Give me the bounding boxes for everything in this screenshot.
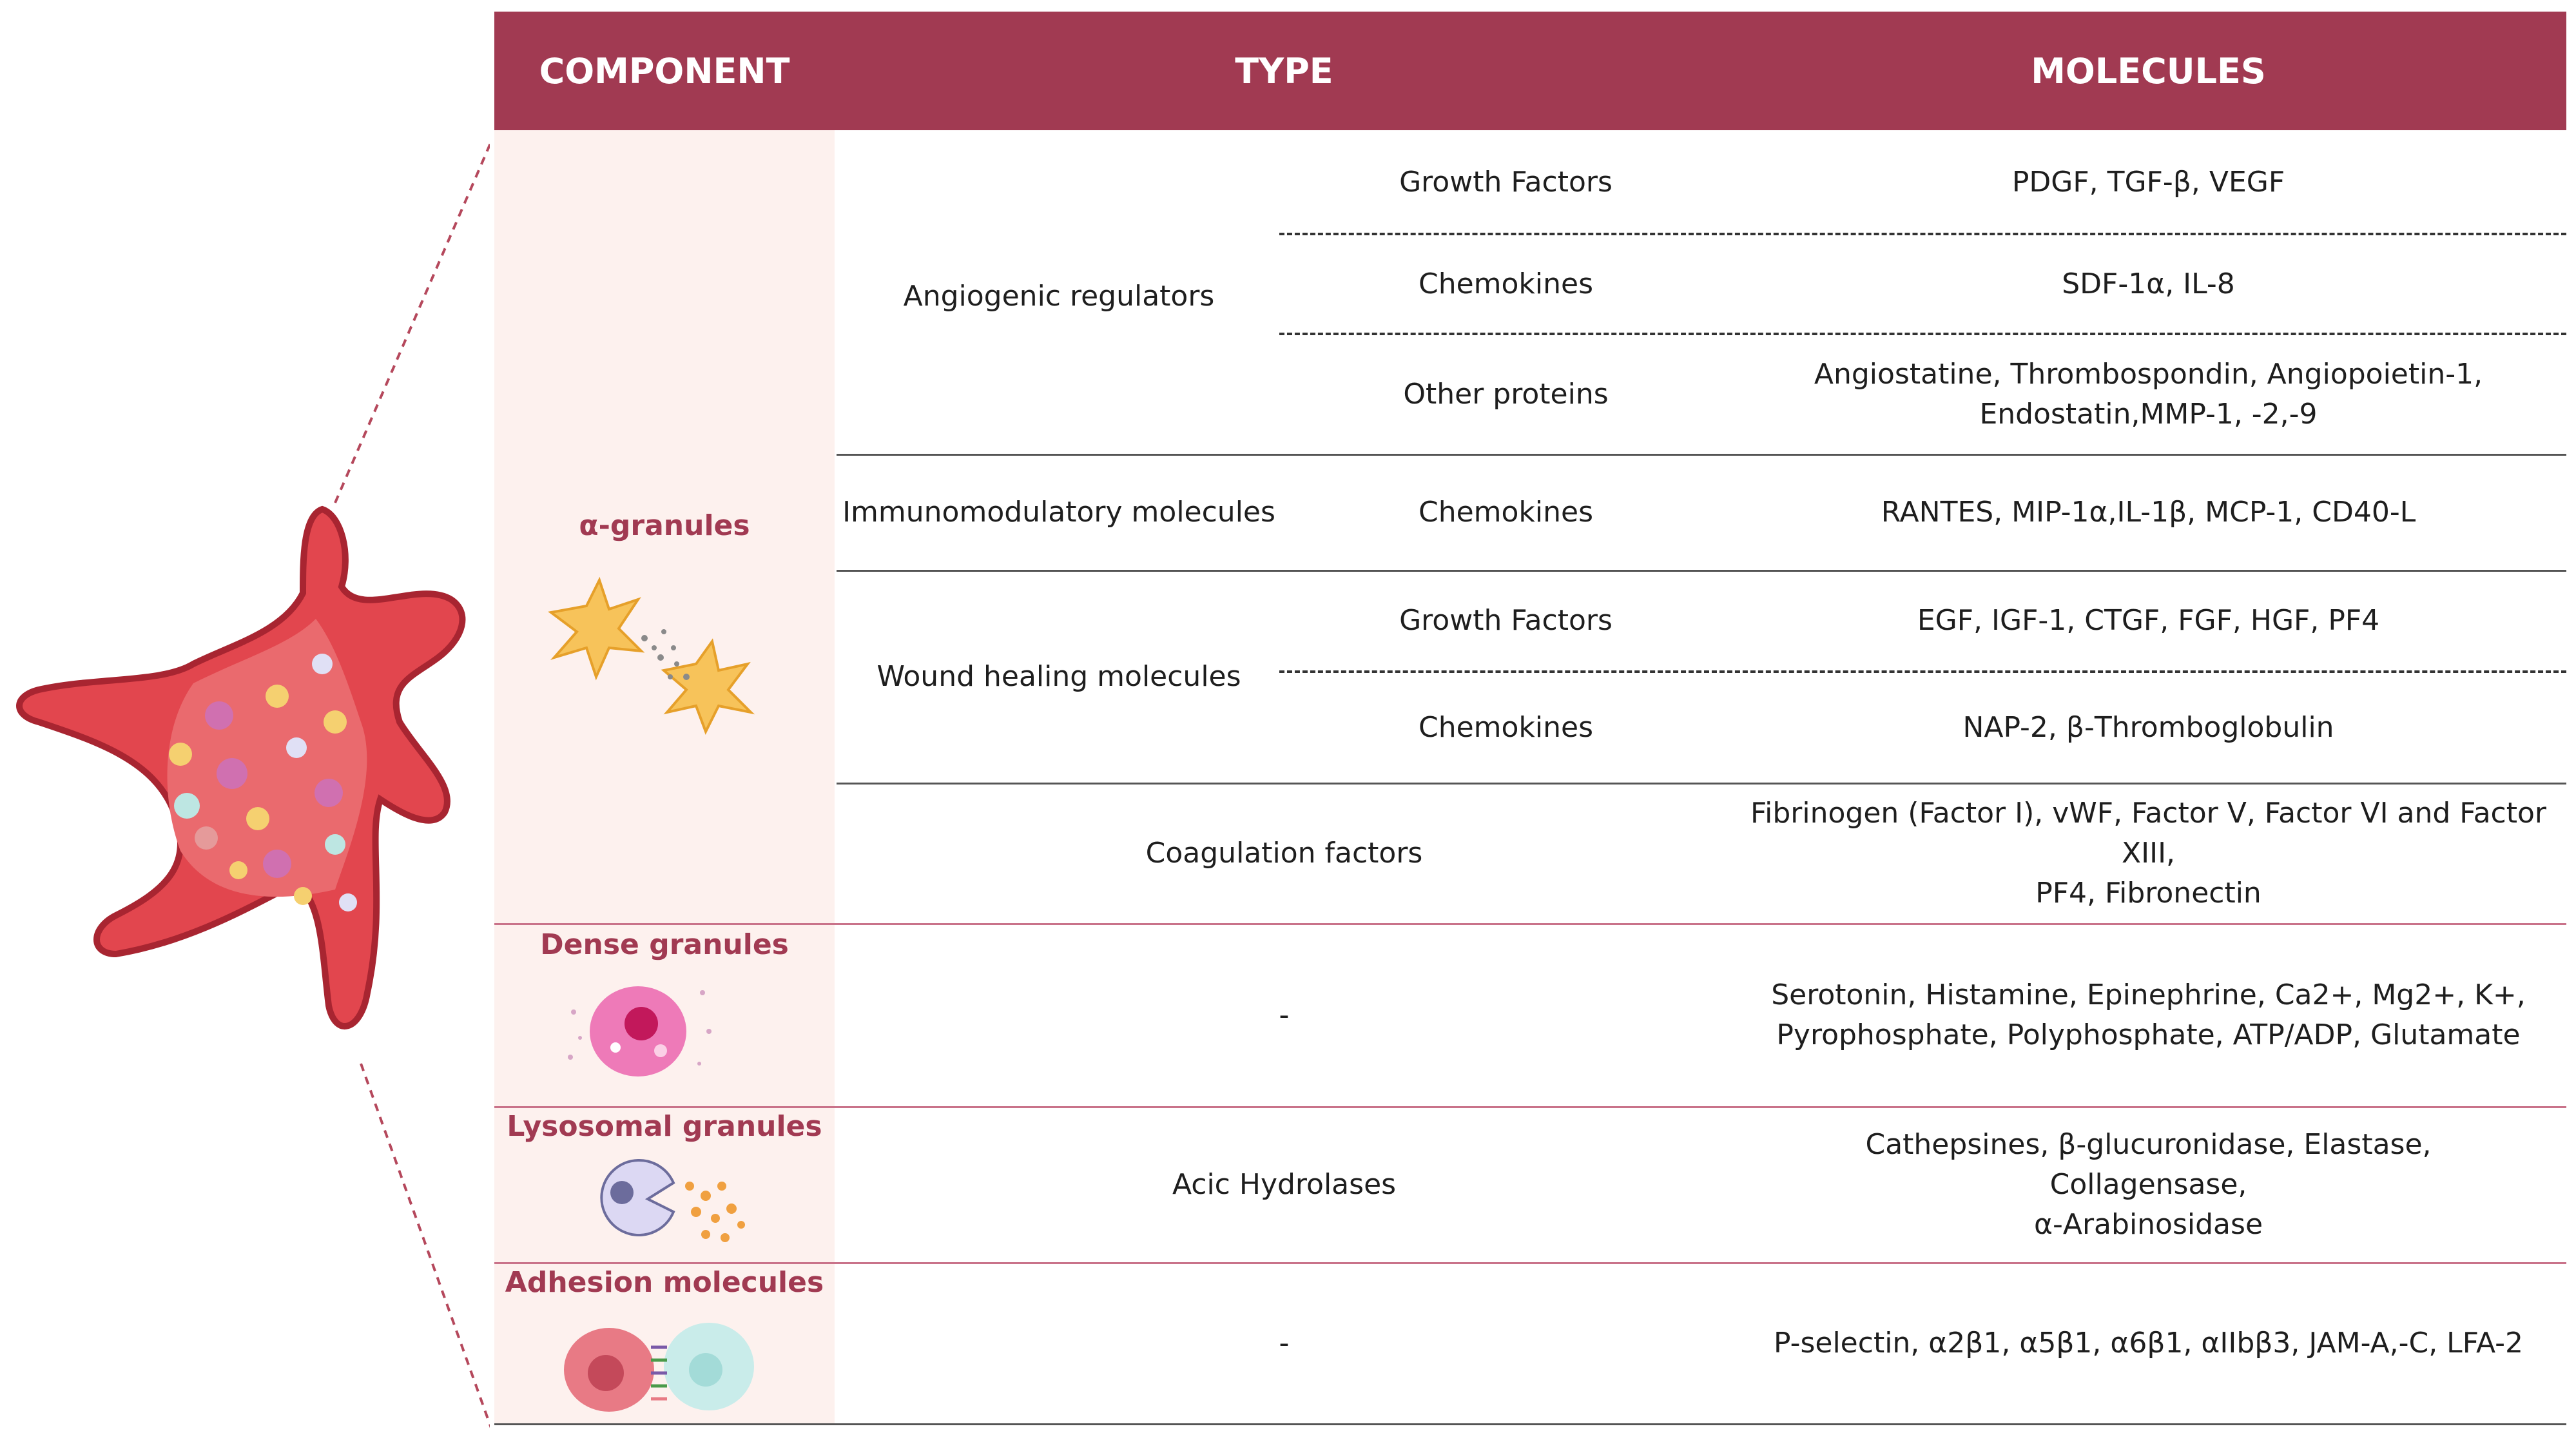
molecules-wh-gf: EGF, IGF-1, CTGF, FGF, HGF, PF4 (1917, 604, 2380, 637)
divider-lysosomal (494, 1262, 2566, 1264)
platelet-illustration (16, 141, 490, 1428)
subtype-ang-chem: Chemokines (1418, 267, 1594, 300)
type-adhesion: - (1279, 1327, 1290, 1359)
divider-wound (837, 783, 2566, 784)
type-dense: - (1279, 999, 1290, 1031)
subdivider-3 (1279, 670, 2566, 673)
molecules-dense: Serotonin, Histamine, Epinephrine, Ca2+,… (1771, 979, 2526, 1051)
molecules-coag: Fibrinogen (Factor I), vWF, Factor V, Fa… (1750, 797, 2546, 910)
subdivider-1 (1279, 233, 2566, 235)
type-wound: Wound healing molecules (876, 660, 1241, 693)
zoom-line-bottom (360, 1063, 490, 1428)
granule-dots (169, 654, 357, 911)
type-immuno: Immunomodulatory molecules (842, 496, 1275, 529)
lysosomal-granule-icon (600, 1158, 745, 1242)
alpha-granule-icon (548, 576, 755, 735)
component-dense: Dense granules (540, 928, 789, 961)
molecules-adhesion: P-selectin, α2β1, α5β1, α6β1, αIIbβ3, JA… (1774, 1327, 2523, 1359)
molecules-imm-chem: RANTES, MIP-1α,IL-1β, MCP-1, CD40-L (1881, 496, 2416, 529)
subtype-imm-chem: Chemokines (1418, 496, 1594, 529)
molecules-ang-chem: SDF-1α, IL-8 (2062, 267, 2235, 300)
type-angiogenic: Angiogenic regulators (903, 280, 1215, 313)
type-coag: Coagulation factors (1145, 837, 1423, 870)
component-alpha: α-granules (579, 509, 750, 542)
platelet-inner (167, 619, 367, 897)
subtype-ang-other: Other proteins (1403, 378, 1609, 411)
divider-dense (494, 1106, 2566, 1108)
divider-immuno (837, 570, 2566, 572)
component-adhesion: Adhesion molecules (505, 1266, 824, 1299)
zoom-line-top (334, 141, 490, 503)
adhesion-molecule-icon (564, 1323, 754, 1412)
subtype-wh-chem: Chemokines (1418, 711, 1594, 744)
subtype-ang-gf: Growth Factors (1399, 165, 1612, 199)
type-acid: Acic Hydrolases (1172, 1168, 1397, 1201)
molecules-ang-other: Angiostatine, Thrombospondin, Angiopoiet… (1814, 358, 2483, 431)
divider-angiogenic (837, 454, 2566, 456)
molecules-ang-gf: PDGF, TGF-β, VEGF (2011, 165, 2285, 199)
header-type: TYPE (1235, 50, 1333, 92)
header-molecules: MOLECULES (2031, 50, 2266, 92)
header-component: COMPONENT (539, 50, 790, 92)
divider-bottom (494, 1423, 2566, 1425)
subtype-wh-gf: Growth Factors (1399, 604, 1612, 637)
divider-alpha (494, 923, 2566, 925)
component-lysosomal: Lysosomal granules (507, 1110, 822, 1143)
dense-granule-icon (568, 986, 712, 1077)
subdivider-2 (1279, 333, 2566, 335)
table-header (494, 12, 2566, 130)
molecules-lyso: Cathepsines, β-glucuronidase, Elastase, … (1865, 1128, 2432, 1241)
molecules-wh-chem: NAP-2, β-Thromboglobulin (1962, 711, 2334, 744)
